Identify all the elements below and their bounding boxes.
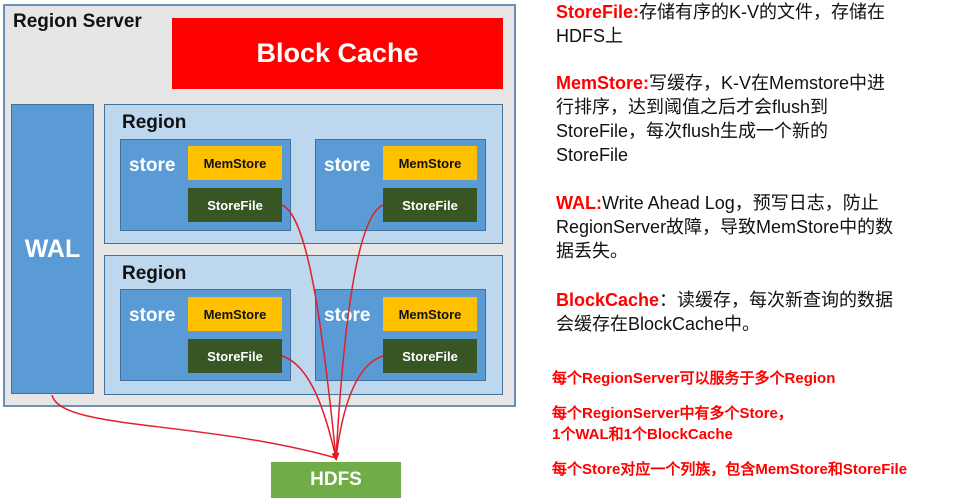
note-key: StoreFile: — [556, 2, 640, 22]
wal-box: WAL — [11, 104, 94, 394]
summary-line: 1个WAL和1个BlockCache — [552, 426, 733, 443]
note-line: StoreFile，每次flush生成一个新的 — [556, 121, 829, 141]
store-label: store — [129, 155, 176, 176]
note-line: HDFS上 — [556, 26, 623, 46]
note-key: WAL: — [556, 193, 602, 213]
summary-note: 每个Store对应一个列族，包含MemStore和StoreFile — [552, 459, 907, 480]
note-blockcache: BlockCache：读缓存，每次新查询的数据 会缓存在BlockCache中。 — [556, 288, 956, 336]
note-storefile: StoreFile:存储有序的K-V的文件，存储在 HDFS上 — [556, 0, 956, 48]
storefile-box: StoreFile — [383, 188, 477, 222]
note-line: 行排序，达到阈值之后才会flush到 — [556, 97, 829, 117]
memstore-box: MemStore — [383, 297, 477, 331]
note-line: 写缓存，K-V在Memstore中进 — [649, 73, 886, 93]
note-line: Write Ahead Log，预写日志，防止 — [601, 193, 879, 213]
store-label: store — [324, 155, 371, 176]
note-key: BlockCache — [556, 290, 660, 310]
hdfs-box: HDFS — [271, 462, 401, 498]
region-server-title: Region Server — [13, 11, 142, 32]
note-line: RegionServer故障，导致MemStore中的数 — [556, 217, 894, 237]
region-title: Region — [122, 112, 187, 133]
note-line: ：读缓存，每次新查询的数据 — [659, 290, 894, 310]
note-line: 据丢失。 — [556, 241, 628, 261]
store-label: store — [324, 305, 371, 326]
memstore-box: MemStore — [188, 297, 282, 331]
storefile-box: StoreFile — [188, 188, 282, 222]
note-line: 会缓存在BlockCache中。 — [556, 314, 761, 334]
summary-note: 每个RegionServer中有多个Store， 1个WAL和1个BlockCa… — [552, 403, 793, 445]
summary-line: 每个RegionServer中有多个Store， — [552, 405, 793, 422]
storefile-box: StoreFile — [188, 339, 282, 373]
note-line: 存储有序的K-V的文件，存储在 — [639, 2, 886, 22]
memstore-box: MemStore — [188, 146, 282, 180]
store-label: store — [129, 305, 176, 326]
note-memstore: MemStore:写缓存，K-V在Memstore中进 行排序，达到阈值之后才会… — [556, 71, 956, 167]
memstore-box: MemStore — [383, 146, 477, 180]
summary-line: 每个Store对应一个列族，包含MemStore和StoreFile — [552, 461, 908, 478]
summary-line: 每个RegionServer可以服务于多个Region — [552, 370, 836, 387]
storefile-box: StoreFile — [383, 339, 477, 373]
note-wal: WAL:Write Ahead Log，预写日志，防止 RegionServer… — [556, 191, 956, 263]
note-key: MemStore: — [556, 73, 650, 93]
note-line: StoreFile — [556, 145, 629, 165]
block-cache-box: Block Cache — [172, 18, 503, 89]
summary-note: 每个RegionServer可以服务于多个Region — [552, 368, 835, 389]
region-title: Region — [122, 263, 187, 284]
